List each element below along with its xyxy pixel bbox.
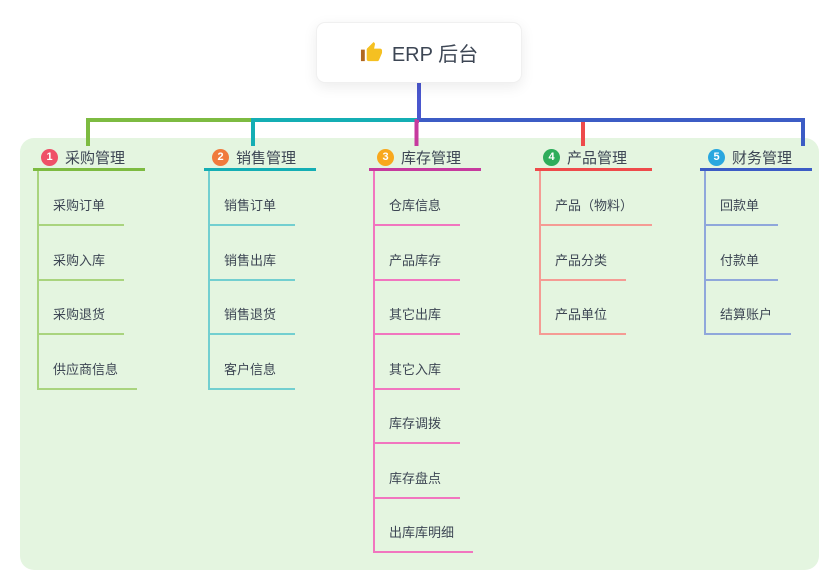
child-node[interactable]: 供应商信息 bbox=[39, 361, 138, 390]
branch-1-title-label: 采购管理 bbox=[65, 149, 126, 167]
branch-5-number-badge: 5 bbox=[708, 148, 725, 166]
branch-4: 4 产品管理 产品（物料） 产品分类 产品单位 bbox=[535, 146, 653, 335]
child-node[interactable]: 产品分类 bbox=[541, 252, 627, 281]
branch-1-number-badge: 1 bbox=[41, 148, 58, 166]
child-node[interactable]: 产品单位 bbox=[541, 306, 627, 335]
branch-4-title-label: 产品管理 bbox=[567, 149, 628, 167]
child-node[interactable]: 销售订单 bbox=[210, 197, 296, 226]
child-node[interactable]: 库存盘点 bbox=[375, 470, 461, 499]
branch-3-title[interactable]: 3 库存管理 bbox=[369, 146, 481, 171]
child-node[interactable]: 结算账户 bbox=[706, 306, 792, 335]
branch-5-title-label: 财务管理 bbox=[732, 149, 793, 167]
branch-3: 3 库存管理 仓库信息 产品库存 其它出库 其它入库 库存调拨 库存盘点 出库库… bbox=[369, 146, 481, 553]
thumbs-up-icon bbox=[360, 41, 382, 62]
branch-3-children: 仓库信息 产品库存 其它出库 其它入库 库存调拨 库存盘点 出库库明细 bbox=[373, 171, 481, 553]
branch-2-number-badge: 2 bbox=[212, 148, 229, 166]
child-node[interactable]: 客户信息 bbox=[210, 361, 296, 390]
root-node[interactable]: ERP 后台 bbox=[316, 22, 522, 83]
branch-3-connector bbox=[414, 119, 419, 146]
branch-2: 2 销售管理 销售订单 销售出库 销售退货 客户信息 bbox=[204, 146, 316, 390]
branch-2-children: 销售订单 销售出库 销售退货 客户信息 bbox=[208, 171, 316, 390]
child-node[interactable]: 产品库存 bbox=[375, 252, 461, 281]
child-node[interactable]: 其它入库 bbox=[375, 361, 461, 390]
branch-2-title-label: 销售管理 bbox=[236, 149, 297, 167]
branch-3-number-badge: 3 bbox=[377, 148, 394, 166]
child-node[interactable]: 采购入库 bbox=[39, 252, 125, 281]
branch-1: 1 采购管理 采购订单 采购入库 采购退货 供应商信息 bbox=[33, 146, 145, 390]
child-node[interactable]: 采购订单 bbox=[39, 197, 125, 226]
child-node[interactable]: 其它出库 bbox=[375, 306, 461, 335]
branch-5-title[interactable]: 5 财务管理 bbox=[700, 146, 812, 171]
branch-2-title[interactable]: 2 销售管理 bbox=[204, 146, 316, 171]
branch-4-title[interactable]: 4 产品管理 bbox=[535, 146, 653, 171]
branch-4-children: 产品（物料） 产品分类 产品单位 bbox=[539, 171, 653, 335]
branch-5-children: 回款单 付款单 结算账户 bbox=[704, 171, 812, 335]
child-node[interactable]: 回款单 bbox=[706, 197, 779, 226]
branch-1-children: 采购订单 采购入库 采购退货 供应商信息 bbox=[37, 171, 145, 390]
branch-5-connector bbox=[419, 118, 805, 146]
child-node[interactable]: 出库库明细 bbox=[375, 524, 474, 553]
branch-1-title[interactable]: 1 采购管理 bbox=[33, 146, 145, 171]
root-node-label: ERP 后台 bbox=[391, 44, 479, 66]
branch-4-number-badge: 4 bbox=[543, 148, 560, 166]
child-node[interactable]: 仓库信息 bbox=[375, 197, 461, 226]
branch-2-connector bbox=[251, 118, 419, 146]
child-node[interactable]: 库存调拨 bbox=[375, 415, 461, 444]
branch-5: 5 财务管理 回款单 付款单 结算账户 bbox=[700, 146, 812, 335]
child-node[interactable]: 付款单 bbox=[706, 252, 779, 281]
child-node[interactable]: 销售退货 bbox=[210, 306, 296, 335]
branch-3-title-label: 库存管理 bbox=[401, 149, 462, 167]
child-node[interactable]: 采购退货 bbox=[39, 306, 125, 335]
branch-4-connector bbox=[419, 118, 585, 146]
child-node[interactable]: 产品（物料） bbox=[541, 197, 653, 226]
child-node[interactable]: 销售出库 bbox=[210, 252, 296, 281]
